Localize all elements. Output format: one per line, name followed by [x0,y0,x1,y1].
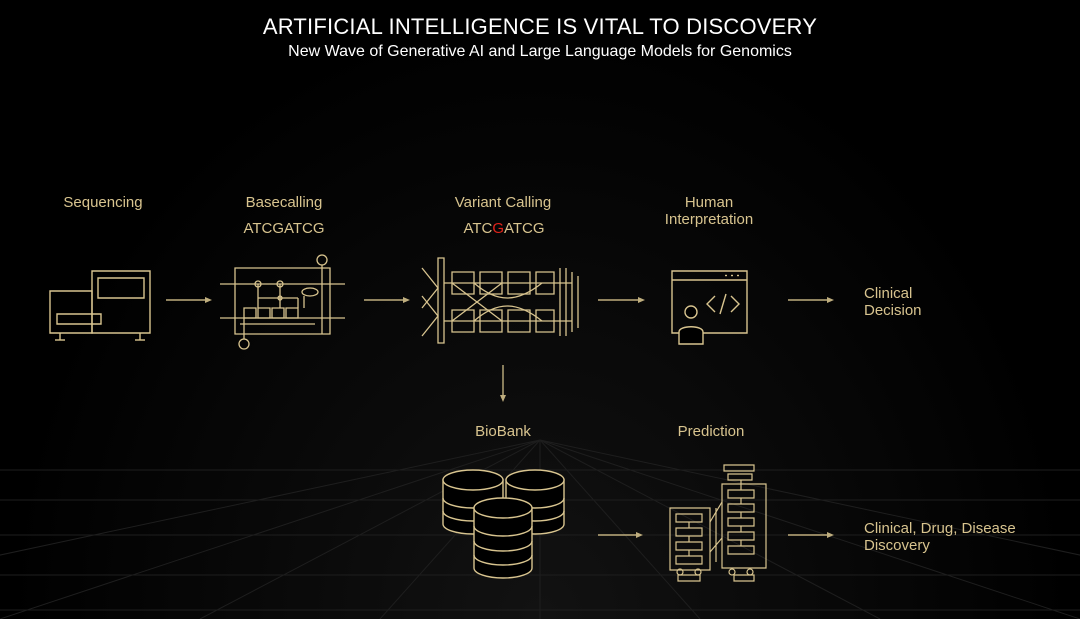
arrow-basecalling-to-variant [364,297,410,303]
sequencer-machine-icon [47,268,157,343]
page-subtitle: New Wave of Generative AI and Large Lang… [288,43,792,60]
label-discovery-line1: Clinical, Drug, Disease [864,520,1016,537]
variant-seq-prefix: ATC [463,220,493,237]
label-basecalling: Basecalling [245,194,323,211]
label-sequencing: Sequencing [63,194,143,211]
model-architecture-icon [666,462,766,584]
label-biobank: BioBank [475,423,531,440]
neural-network-icon [422,258,582,343]
label-prediction: Prediction [677,423,745,440]
basecalling-sequence: ATCGATCG [243,220,325,237]
label-discovery-line2: Discovery [864,537,930,554]
variant-sequence: ATCGATCG [463,220,544,237]
arrow-variant-to-biobank [500,365,506,402]
variant-seq-suffix: ATCG [504,220,545,237]
label-human-interpretation: Human Interpretation [665,194,753,228]
page-title: ARTIFICIAL INTELLIGENCE IS VITAL TO DISC… [262,14,818,39]
label-variant-calling: Variant Calling [454,194,552,211]
arrow-human-to-clinical [788,297,834,303]
database-cylinders-icon [440,466,570,581]
label-clinical-decision: Clinical Decision [864,285,922,319]
arrow-prediction-to-discovery [788,532,834,538]
label-discovery: Clinical, Drug, Disease Discovery [864,520,1016,554]
label-human-line2: Interpretation [664,211,754,228]
arrow-sequencing-to-basecalling [166,297,212,303]
label-clinical-line2: Decision [864,302,922,319]
label-human-line1: Human [684,194,734,211]
arrow-biobank-to-prediction [598,532,643,538]
arrow-variant-to-human [598,297,645,303]
variant-seq-mutation: G [492,220,504,237]
developer-code-window-icon [669,268,749,348]
circuit-board-icon [220,252,350,352]
label-clinical-line1: Clinical [864,285,913,302]
